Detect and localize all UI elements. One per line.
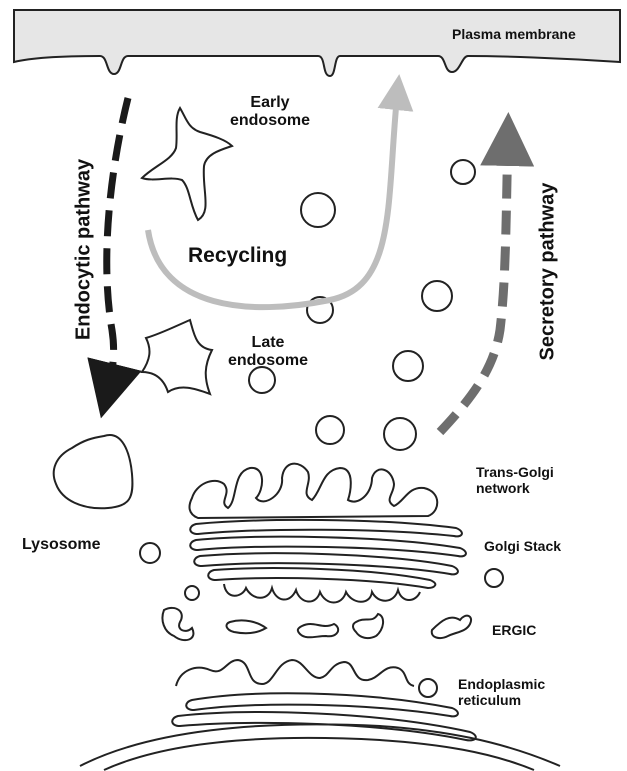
secretory-pathway-label: Secretory pathway [537,172,560,372]
plasma-membrane-label: Plasma membrane [452,26,576,42]
recycling-label: Recycling [188,244,287,268]
early-endosome-shape [142,108,232,220]
endoplasmic-reticulum-label: Endoplasmic reticulum [458,676,588,708]
ergic-label: ERGIC [492,622,536,638]
trans-golgi-network-shape [190,464,438,518]
endocytic-pathway-label: Endocytic pathway [73,150,96,350]
lysosome-shape [54,435,133,508]
endocytic-arrow [106,98,128,398]
ergic-shapes [162,608,471,640]
late-endosome-label: Late endosome [218,334,318,371]
early-endosome-label: Early endosome [220,94,320,131]
golgi-stack [190,520,466,588]
cis-golgi-shape [224,584,420,603]
lysosome-label: Lysosome [22,536,101,554]
late-endosome-shape [142,320,212,394]
plasma-membrane [14,10,620,76]
trans-golgi-network-label: Trans-Golgi network [476,464,576,496]
golgi-stack-label: Golgi Stack [484,538,561,554]
